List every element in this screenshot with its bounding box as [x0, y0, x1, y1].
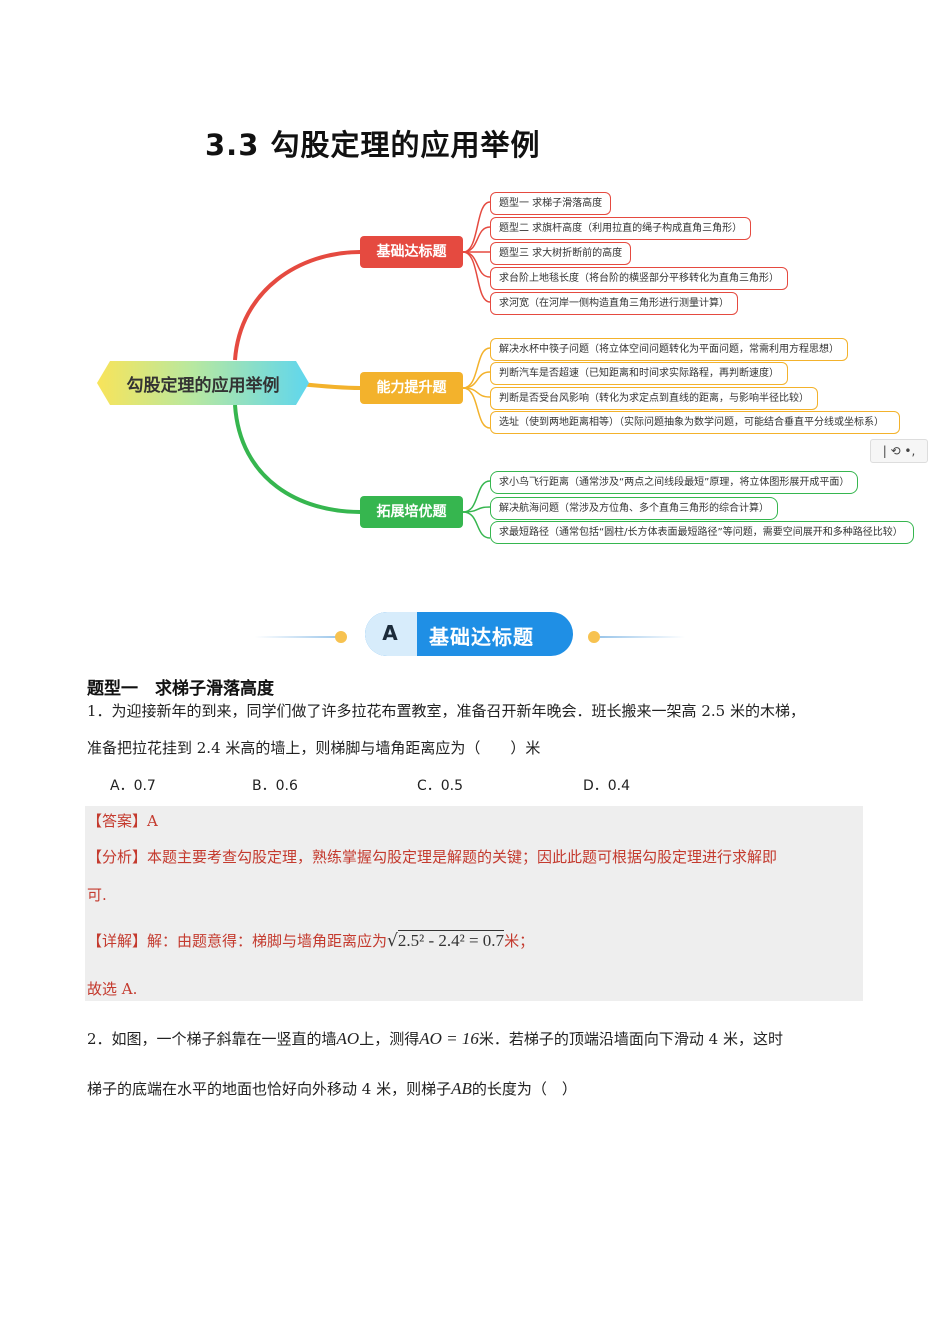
detail-line: 【详解】解：由题意得：梯脚与墙角距离应为√2.5² - 2.4² = 0.7米； [87, 930, 534, 951]
q2-line2: 梯子的底端在水平的地面也恰好向外移动 4 米，则梯子AB的长度为（ ） [87, 1078, 577, 1099]
leaf-basic-5: 求河宽（在河岸一侧构造直角三角形进行测量计算） [490, 292, 738, 315]
leaf-extension-1: 求小鸟飞行距离（通常涉及“两点之间线段最短”原理，将立体图形展开成平面） [490, 471, 859, 494]
detail-math: 2.5² - 2.4² = 0.7 [397, 930, 505, 950]
section-label: 基础达标题 [429, 625, 534, 649]
q2-text-d: 梯子的底端在水平的地面也恰好向外移动 4 米，则梯子 [87, 1080, 452, 1098]
leaf-advanced-4: 选址（使到两地距离相等）（实际问题抽象为数学问题，可能结合垂直平分线或坐标系） [490, 411, 900, 434]
q1-option-a: A．0.7 [110, 778, 156, 794]
q1-option-d: D．0.4 [583, 778, 631, 794]
q2-text-c: 米．若梯子的顶端沿墙面向下滑动 4 米，这时 [478, 1030, 783, 1048]
branch-basic: 基础达标题 [360, 236, 463, 268]
answer-line: 【答案】A [87, 812, 158, 830]
q2-math-ab: AB [451, 1079, 472, 1098]
analysis-line1: 【分析】本题主要考查勾股定理，熟练掌握勾股定理是解题的关键；因此此题可根据勾股定… [87, 848, 778, 866]
conclusion-line: 故选 A. [87, 980, 138, 998]
mind-map-connectors [97, 201, 491, 539]
root-node-label: 勾股定理的应用举例 [126, 376, 280, 396]
sqrt-symbol: √ [387, 931, 398, 951]
mind-map: 勾股定理的应用举例 基础达标题 能力提升题 拓展培优题 题型一 求梯子滑落高度 … [0, 180, 950, 580]
q1-option-b: B．0.6 [252, 778, 298, 794]
section-letter: A [382, 621, 398, 645]
detail-prefix: 【详解】解：由题意得：梯脚与墙角距离应为 [87, 932, 388, 950]
q2-text-e: 的长度为（ ） [471, 1080, 577, 1098]
leaf-advanced-3: 判断是否受台风影响（转化为求定点到直线的距离，与影响半径比较） [490, 387, 818, 410]
floating-toolbar[interactable]: | ⟲ •, [870, 439, 928, 463]
q2-line1: 2．如图，一个梯子斜靠在一竖直的墙AO上，测得AO = 16米．若梯子的顶端沿墙… [87, 1028, 783, 1049]
leaf-advanced-1: 解决水杯中筷子问题（将立体空间问题转化为平面问题，常需利用方程思想） [490, 338, 848, 361]
leaf-advanced-2: 判断汽车是否超速（已知距离和时间求实际路程，再判断速度） [490, 362, 788, 385]
root-node-shape [97, 361, 309, 405]
leaf-basic-4: 求台阶上地毯长度（将台阶的横竖部分平移转化为直角三角形） [490, 267, 788, 290]
leaf-basic-2: 题型二 求旗杆高度（利用拉直的绳子构成直角三角形） [490, 217, 752, 240]
question-type-heading: 题型一 求梯子滑落高度 [87, 679, 274, 699]
q2-math-ao: AO [336, 1029, 360, 1048]
section-banner: A 基础达标题 [255, 608, 685, 658]
section-banner-graphic [255, 612, 685, 656]
solution-box [85, 806, 863, 1001]
q2-math-ao-eq: AO = 16 [419, 1029, 479, 1048]
leaf-basic-3: 题型三 求大树折断前的高度 [490, 242, 632, 265]
leaf-extension-2: 解决航海问题（常涉及方位角、多个直角三角形的综合计算） [490, 497, 778, 520]
analysis-line2: 可. [87, 886, 107, 904]
leaf-basic-1: 题型一 求梯子滑落高度 [490, 192, 612, 215]
q2-text-b: 上，测得 [359, 1030, 420, 1048]
q1-line2: 准备把拉花挂到 2.4 米高的墙上，则梯脚与墙角距离应为（ ）米 [87, 739, 541, 757]
detail-suffix: 米； [504, 932, 535, 950]
page-title: 3.3 勾股定理的应用举例 [205, 128, 541, 162]
q1-option-c: C．0.5 [417, 778, 464, 794]
q2-text-a: 2．如图，一个梯子斜靠在一竖直的墙 [87, 1030, 337, 1048]
branch-advanced: 能力提升题 [360, 372, 463, 404]
branch-extension: 拓展培优题 [360, 496, 463, 528]
q1-line1: 1．为迎接新年的到来，同学们做了许多拉花布置教室，准备召开新年晚会．班长搬来一架… [87, 702, 805, 720]
leaf-extension-3: 求最短路径（通常包括“圆柱/长方体表面最短路径”等问题，需要空间展开和多种路径比… [490, 521, 914, 544]
